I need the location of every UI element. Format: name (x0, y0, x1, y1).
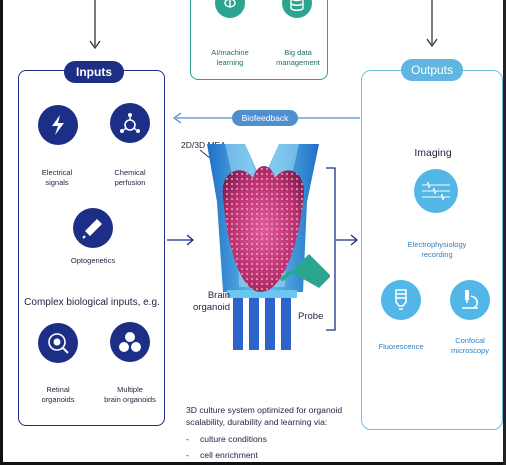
bullet-culture-conditions: culture conditions (200, 434, 267, 444)
lightning-bolt-icon (38, 105, 78, 145)
database-icon (282, 0, 312, 18)
complex-label-multiple: Multiple brain organoids (104, 385, 156, 404)
light-probe-icon (73, 208, 113, 248)
input-label-optogenetics: Optogenetics (70, 256, 116, 265)
probe-label: Probe (298, 311, 324, 322)
output-label-confocal: Confocal microscopy (451, 336, 489, 355)
mea-label: 2D/3D MEA (181, 140, 226, 150)
frame-left-edge (0, 0, 3, 465)
ephys-trace-icon (414, 169, 458, 213)
biofeedback-label: Biofeedback (232, 110, 298, 126)
lightbulb-icon (381, 280, 421, 320)
brain-organoid-label: Brain organoid (193, 290, 230, 313)
bullet-cell-enrichment: cell enrichment (200, 450, 258, 460)
complex-label-retinal: Retinal organoids (41, 385, 75, 404)
brain-icon (215, 0, 245, 18)
culture-system-text: 3D culture system optimized for organoid… (186, 405, 343, 427)
molecule-icon (110, 103, 150, 143)
frame-bottom-edge (0, 462, 506, 465)
complex-inputs-title: Complex biological inputs, e.g. (24, 297, 160, 308)
inputs-title: Inputs (64, 61, 124, 83)
frame-right-edge (503, 0, 506, 465)
top-panel (190, 0, 328, 80)
organoid-device-illustration (207, 144, 330, 350)
imaging-title: Imaging (414, 147, 452, 159)
cluster-icon (110, 322, 150, 362)
top-item-label-data: Big data management (276, 48, 320, 67)
top-item-label-ai: AI/machine learning (211, 48, 249, 67)
output-label-fluorescence: Fluorescence (378, 342, 424, 351)
microscope-icon (450, 280, 490, 320)
ephys-label: Electrophysiology recording (407, 240, 467, 259)
input-label-chemical: Chemical perfusion (114, 168, 146, 187)
bullet-dash: - (186, 434, 189, 444)
bullet-dash: - (186, 450, 189, 460)
retina-icon (38, 323, 78, 363)
input-label-electrical: Electrical signals (41, 168, 73, 187)
outputs-title: Outputs (401, 59, 463, 81)
